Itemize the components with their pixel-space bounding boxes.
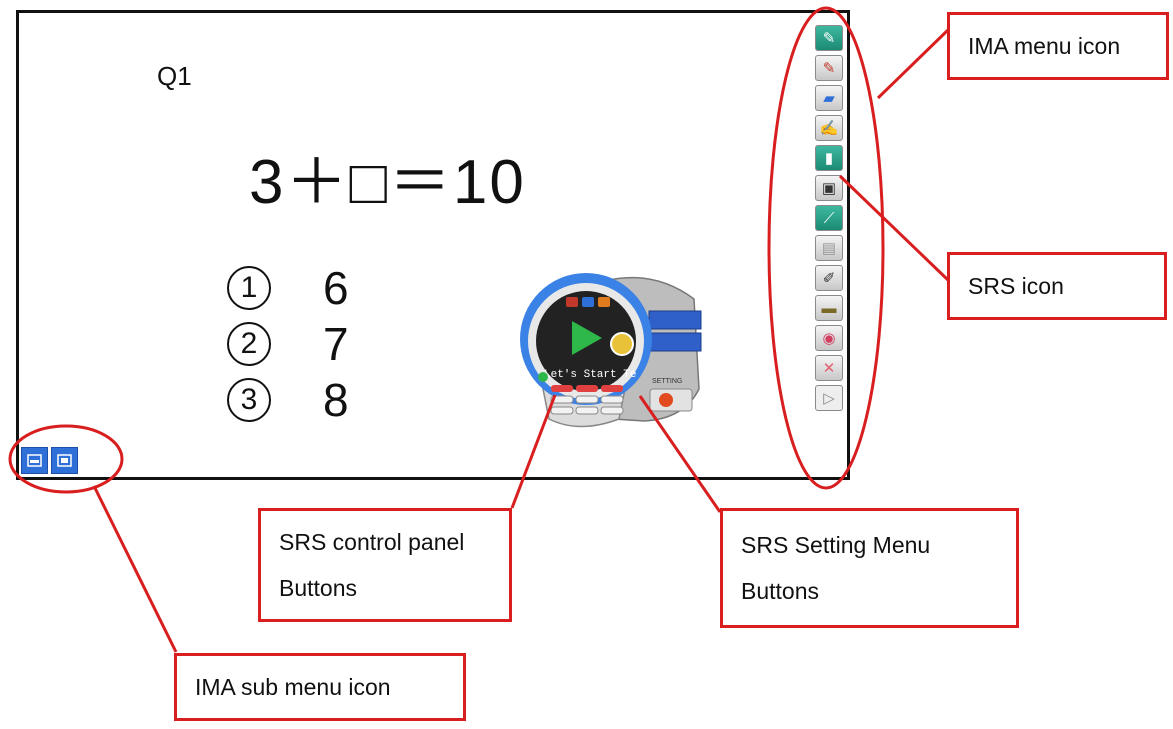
sub-menu-highlight bbox=[8, 424, 124, 494]
key-button[interactable] bbox=[575, 395, 599, 404]
setting-gear-icon bbox=[659, 393, 673, 407]
key-button[interactable] bbox=[576, 385, 598, 392]
key-button[interactable] bbox=[575, 406, 599, 415]
camera-icon[interactable]: ◉ bbox=[815, 325, 843, 351]
start-play-icon[interactable] bbox=[572, 321, 602, 355]
choice-value: 7 bbox=[323, 318, 349, 370]
key-button[interactable] bbox=[550, 395, 574, 404]
srs-icon[interactable]: ▮ bbox=[815, 145, 843, 171]
equation: 3＋□＝10 bbox=[249, 148, 526, 217]
leader-line bbox=[838, 174, 950, 282]
board-icon[interactable]: ⟋ bbox=[815, 205, 843, 231]
key-button[interactable] bbox=[551, 385, 573, 392]
srs-setting-menu-callout: SRS Setting Menu Buttons bbox=[720, 508, 1019, 628]
leader-line bbox=[92, 485, 178, 653]
pen-1-icon[interactable]: ✎ bbox=[815, 25, 843, 51]
setting-label: SETTING bbox=[652, 378, 682, 385]
srs-control-panel: SETTING Let's Start Te bbox=[520, 273, 702, 428]
panel-tab-button[interactable] bbox=[566, 297, 578, 307]
start-text: Let's Start Te bbox=[544, 369, 636, 381]
ima-sub-menu bbox=[21, 447, 78, 474]
callout-text: SRS control panel bbox=[279, 529, 465, 555]
minimize-icon bbox=[27, 454, 42, 467]
callout-text: SRS Setting Menu bbox=[741, 532, 931, 558]
sub-menu-window-button[interactable] bbox=[51, 447, 78, 474]
srs-control-front: Let's Start Te bbox=[520, 273, 652, 428]
choice-value: 8 bbox=[323, 374, 349, 426]
screen-icon[interactable]: ▣ bbox=[815, 175, 843, 201]
pen-2-icon[interactable]: ✎ bbox=[815, 55, 843, 81]
choice-number: 2 bbox=[227, 322, 271, 366]
folder-icon[interactable]: ▬ bbox=[815, 295, 843, 321]
callout-text: SRS icon bbox=[968, 273, 1064, 299]
choice-number: 3 bbox=[227, 378, 271, 422]
timer-icon[interactable] bbox=[610, 332, 634, 356]
key-button[interactable] bbox=[600, 395, 624, 404]
key-button[interactable] bbox=[600, 406, 624, 415]
ima-menu-icon-callout: IMA menu icon bbox=[947, 12, 1169, 80]
callout-text: IMA sub menu icon bbox=[195, 674, 391, 700]
leader-line bbox=[510, 394, 557, 509]
close-icon[interactable]: ✕ bbox=[815, 355, 843, 381]
whiteboard-screen: Q1 3＋□＝10 1 6 2 7 3 8 SETTING bbox=[16, 10, 850, 480]
status-dot-icon bbox=[538, 372, 548, 382]
srs-icon-callout: SRS icon bbox=[947, 252, 1167, 320]
eraser-icon[interactable]: ▰ bbox=[815, 85, 843, 111]
choice-1: 1 6 bbox=[227, 261, 349, 315]
choice-2: 2 7 bbox=[227, 317, 349, 371]
leader-line bbox=[876, 28, 950, 100]
sub-menu-minimize-button[interactable] bbox=[21, 447, 48, 474]
ima-menu-highlight bbox=[767, 6, 885, 490]
ima-menu: ✎ ✎ ▰ ✍ ▮ ▣ ⟋ ▤ ✐ ▬ ◉ ✕ ▷ bbox=[815, 25, 845, 411]
highlighter-icon[interactable]: ✍ bbox=[815, 115, 843, 141]
choice-3: 3 8 bbox=[227, 373, 349, 427]
srs-control-panel-callout: SRS control panel Buttons bbox=[258, 508, 512, 622]
expand-icon[interactable]: ▷ bbox=[815, 385, 843, 411]
leader-line bbox=[638, 395, 722, 513]
key-button[interactable] bbox=[550, 406, 574, 415]
choice-value: 6 bbox=[323, 262, 349, 314]
panel-tab-button[interactable] bbox=[598, 297, 610, 307]
page-icon[interactable]: ▤ bbox=[815, 235, 843, 261]
edit-icon[interactable]: ✐ bbox=[815, 265, 843, 291]
callout-text: Buttons bbox=[741, 578, 819, 604]
choice-number: 1 bbox=[227, 266, 271, 310]
callout-text: Buttons bbox=[279, 575, 357, 601]
key-button[interactable] bbox=[601, 385, 623, 392]
callout-text: IMA menu icon bbox=[968, 33, 1121, 59]
window-icon bbox=[57, 454, 72, 467]
ima-sub-menu-icon-callout: IMA sub menu icon bbox=[174, 653, 466, 721]
question-label: Q1 bbox=[157, 61, 192, 91]
panel-tab-button[interactable] bbox=[582, 297, 594, 307]
